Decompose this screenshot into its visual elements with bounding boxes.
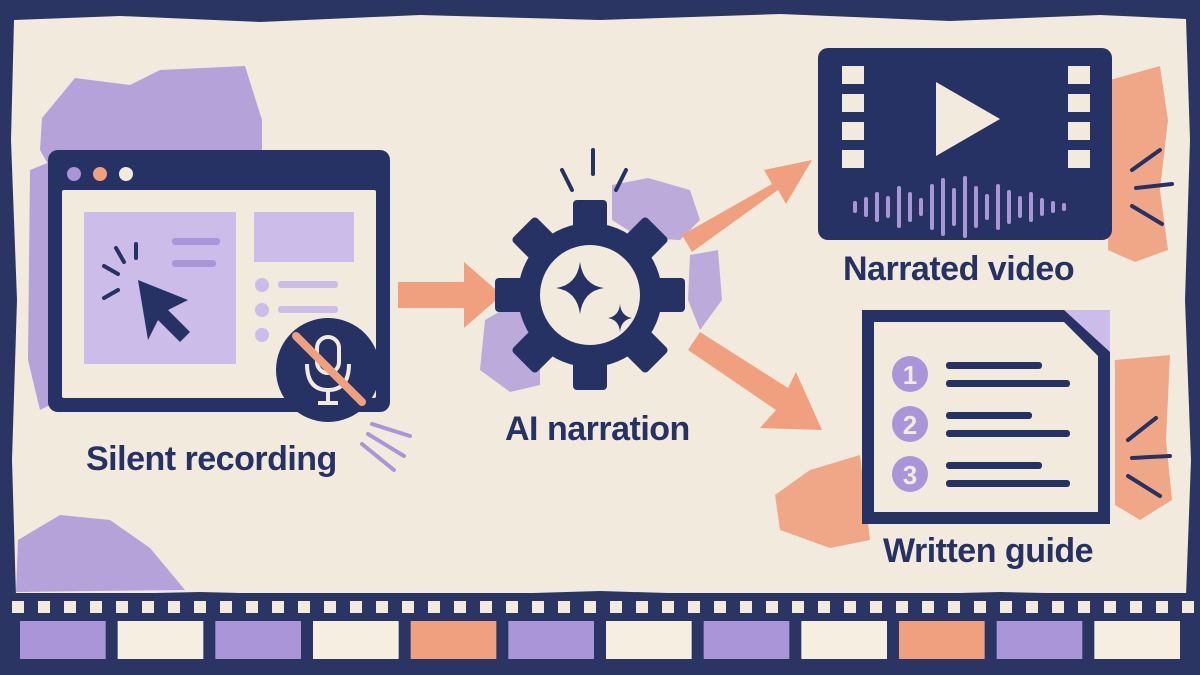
film-frame (899, 621, 985, 659)
sprocket-hole (1130, 601, 1142, 613)
film-frame (801, 621, 887, 659)
gear-sparkle-icon (495, 148, 685, 390)
film-frame (215, 621, 301, 659)
sprocket-hole (610, 601, 622, 613)
film-frame (508, 621, 594, 659)
sprocket-hole (1000, 601, 1012, 613)
sprocket-hole (532, 601, 544, 613)
sprocket-hole (1104, 601, 1116, 613)
arrow-ai-to-video (682, 160, 812, 252)
film-frame (117, 621, 204, 659)
film-play-icon (818, 48, 1174, 240)
sprocket-hole (870, 601, 882, 613)
sprocket-hole (1182, 601, 1194, 613)
arrow-ai-to-guide (688, 332, 822, 430)
sprocket-hole (636, 601, 648, 613)
sprocket-hole (506, 601, 518, 613)
guide-step-number: 3 (903, 460, 917, 490)
play-triangle (936, 82, 1000, 156)
sprocket-hole (714, 601, 726, 613)
orange-torn-patch (775, 455, 870, 548)
window-dot-yellow (93, 167, 107, 181)
sprocket-hole (38, 601, 50, 613)
node-label-silent-recording: Silent recording (86, 440, 337, 478)
sprocket-hole (324, 601, 336, 613)
sprocket-hole (428, 601, 440, 613)
sprocket-hole (1026, 601, 1038, 613)
audio-waveform (853, 176, 1066, 238)
sprocket-hole (1052, 601, 1064, 613)
sprocket-hole (974, 601, 986, 613)
guide-step-number: 1 (903, 360, 917, 390)
sprocket-hole (116, 601, 128, 613)
sprocket-hole (480, 601, 492, 613)
film-frame (996, 621, 1083, 659)
sprocket-hole (272, 601, 284, 613)
filmstrip (0, 593, 1200, 675)
mouse-cursor-icon (102, 242, 190, 342)
film-frame (1094, 621, 1180, 659)
sprocket-hole (454, 601, 466, 613)
film-frame (410, 621, 497, 659)
node-label-ai-narration: AI narration (505, 410, 690, 448)
sprocket-hole (1156, 601, 1168, 613)
orange-torn-patch (1115, 355, 1172, 520)
sprocket-hole (662, 601, 674, 613)
film-frame (606, 621, 692, 659)
sprocket-hole (584, 601, 596, 613)
sprocket-hole (12, 601, 24, 613)
sprocket-hole (844, 601, 856, 613)
sprocket-hole (90, 601, 102, 613)
sprocket-hole (688, 601, 700, 613)
sprocket-hole (402, 601, 414, 613)
sprocket-hole (558, 601, 570, 613)
sprocket-hole (194, 601, 206, 613)
sprocket-hole (948, 601, 960, 613)
film-frame (313, 621, 399, 659)
sprocket-hole (64, 601, 76, 613)
film-frame (703, 621, 790, 659)
arrow-recording-to-ai (398, 262, 502, 328)
sprocket-hole (896, 601, 908, 613)
sprocket-hole (792, 601, 804, 613)
node-label-written-guide: Written guide (883, 532, 1094, 570)
sprocket-hole (818, 601, 830, 613)
guide-step-number: 2 (903, 410, 917, 440)
sprocket-hole (1078, 601, 1090, 613)
sprocket-hole (298, 601, 310, 613)
muted-microphone-icon (276, 318, 412, 472)
page-fold (1064, 310, 1110, 352)
sprocket-hole (246, 601, 258, 613)
sprocket-row (12, 601, 1194, 613)
lavender-torn-patch (688, 250, 722, 330)
side-panel (254, 212, 354, 262)
content-panel (84, 212, 236, 364)
node-label-narrated-video: Narrated video (843, 250, 1075, 288)
window-dot-red (67, 167, 81, 181)
lavender-torn-patch (612, 178, 700, 240)
numbered-document-icon: 1 2 3 (862, 310, 1172, 524)
film-frame (20, 621, 106, 659)
sprocket-hole (350, 601, 362, 613)
sprocket-hole (220, 601, 232, 613)
lavender-torn-patch (16, 515, 185, 592)
sprocket-hole (168, 601, 180, 613)
window-dot-green (119, 167, 133, 181)
sprocket-hole (142, 601, 154, 613)
sprocket-hole (922, 601, 934, 613)
filmstrip-frames (20, 621, 1180, 659)
sprocket-hole (766, 601, 778, 613)
diagram-canvas: 1 2 3 (11, 14, 1191, 597)
sprocket-hole (376, 601, 388, 613)
sprocket-hole (740, 601, 752, 613)
